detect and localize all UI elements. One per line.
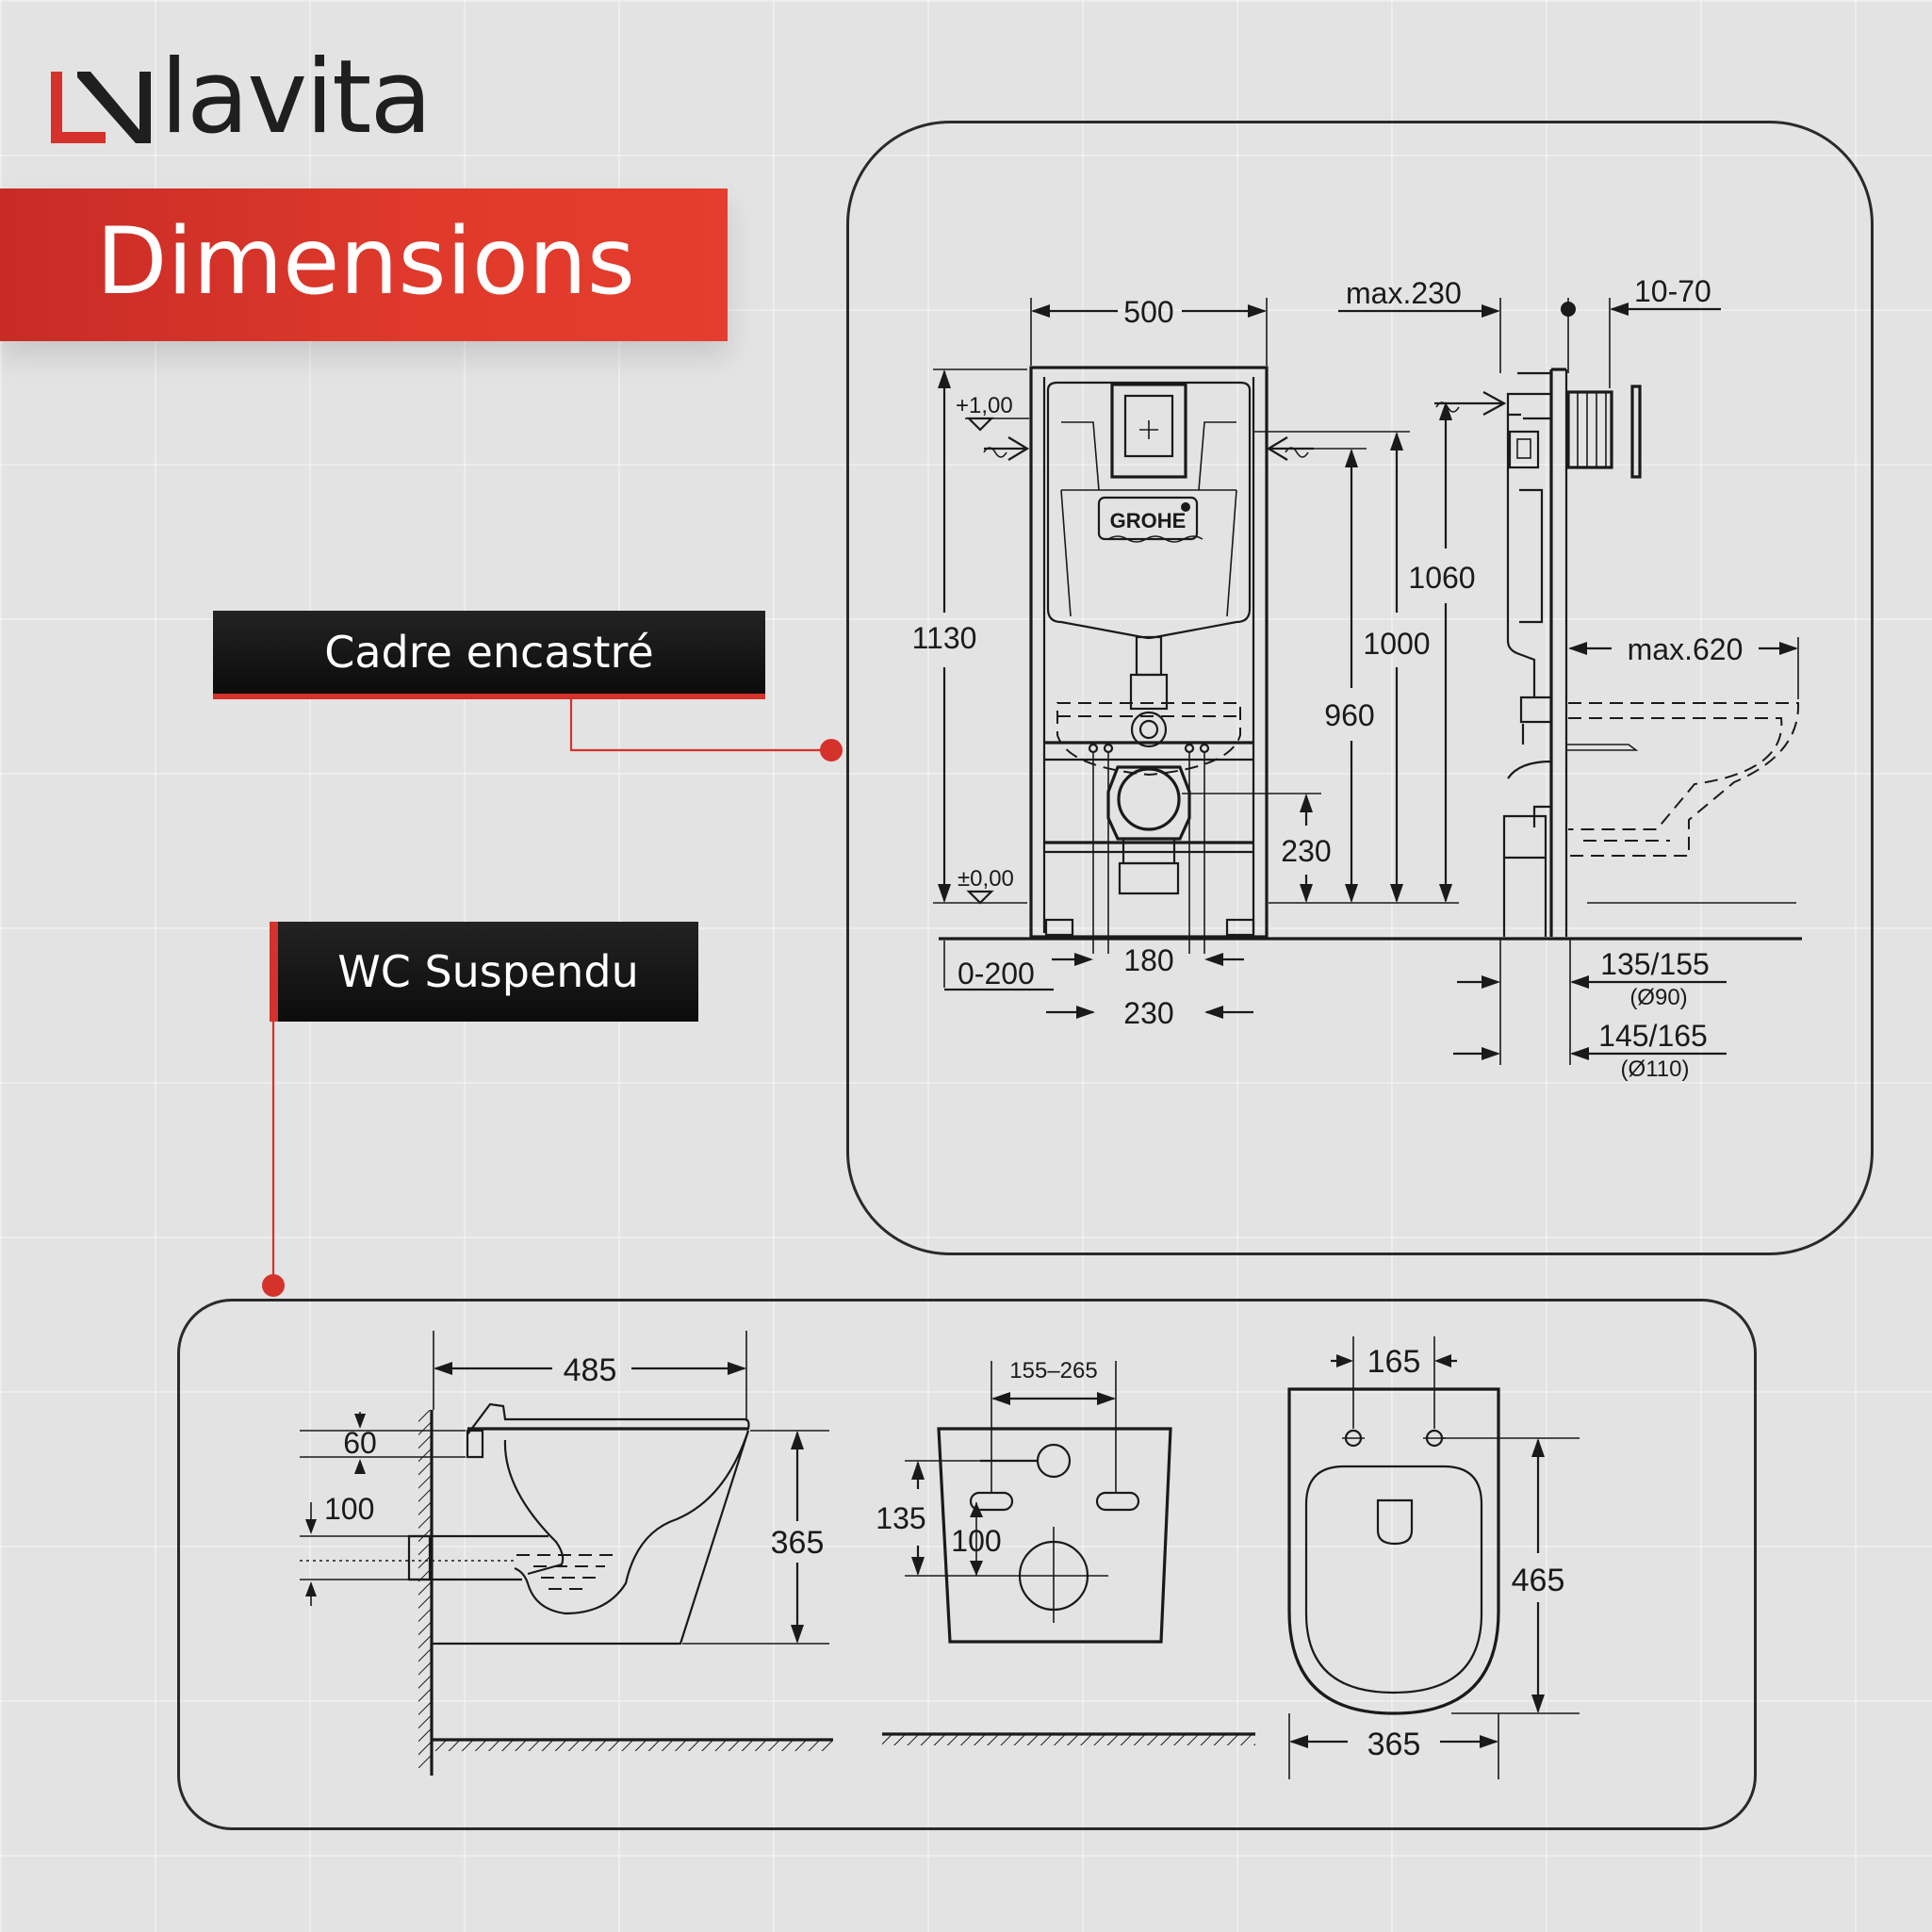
label-cadre-encastre: Cadre encastré — [213, 611, 765, 699]
dim-135: 135 — [876, 1501, 925, 1535]
dim-135-155: 135/155 — [1600, 947, 1710, 981]
dim-dia-110: (Ø110) — [1621, 1056, 1690, 1082]
dim-365-height: 365 — [771, 1525, 825, 1561]
level-plus-1: +1,00 — [956, 393, 1013, 418]
dim-100-back: 100 — [951, 1524, 1001, 1558]
dim-230-height: 230 — [1281, 834, 1331, 868]
dim-1060: 1060 — [1408, 561, 1475, 595]
label-wc-text: WC Suspendu — [337, 946, 639, 997]
connector-frame-dot — [820, 739, 843, 761]
dim-1000: 1000 — [1363, 627, 1430, 661]
dim-10-70: 10-70 — [1634, 274, 1711, 308]
dim-0-200: 0-200 — [958, 957, 1035, 991]
connector-toilet-dot — [262, 1274, 285, 1297]
dim-465: 465 — [1512, 1563, 1565, 1598]
dim-dia-90: (Ø90) — [1629, 985, 1687, 1010]
dim-485: 485 — [564, 1352, 617, 1388]
connector-frame — [569, 699, 829, 752]
dim-165: 165 — [1367, 1344, 1421, 1380]
label-cadre-text: Cadre encastré — [324, 627, 654, 678]
page-title: Dimensions — [96, 208, 635, 316]
dim-100-side: 100 — [324, 1492, 374, 1526]
dim-365-width: 365 — [1367, 1727, 1421, 1762]
dim-180: 180 — [1123, 943, 1173, 977]
dim-155-265: 155–265 — [1009, 1358, 1097, 1384]
dim-145-165: 145/165 — [1598, 1019, 1708, 1053]
lavita-logo-mark-icon — [51, 72, 151, 143]
dim-230-width: 230 — [1123, 996, 1173, 1030]
frame-drawing-panel — [846, 121, 1874, 1255]
grohe-logo-text: GROHE — [1110, 509, 1187, 532]
dim-max-620: max.620 — [1628, 632, 1744, 666]
level-zero: ±0,00 — [958, 866, 1014, 892]
dim-max-230: max.230 — [1346, 276, 1462, 310]
brand-logo: lavita — [49, 47, 445, 162]
dim-1130: 1130 — [912, 621, 977, 655]
dim-960: 960 — [1324, 698, 1374, 732]
dim-500: 500 — [1123, 295, 1173, 329]
toilet-drawing-panel — [177, 1299, 1757, 1830]
dim-60: 60 — [343, 1426, 377, 1460]
brand-name: lavita — [160, 39, 433, 156]
label-wc-suspendu: WC Suspendu — [270, 922, 698, 1022]
title-banner: Dimensions — [0, 188, 728, 341]
